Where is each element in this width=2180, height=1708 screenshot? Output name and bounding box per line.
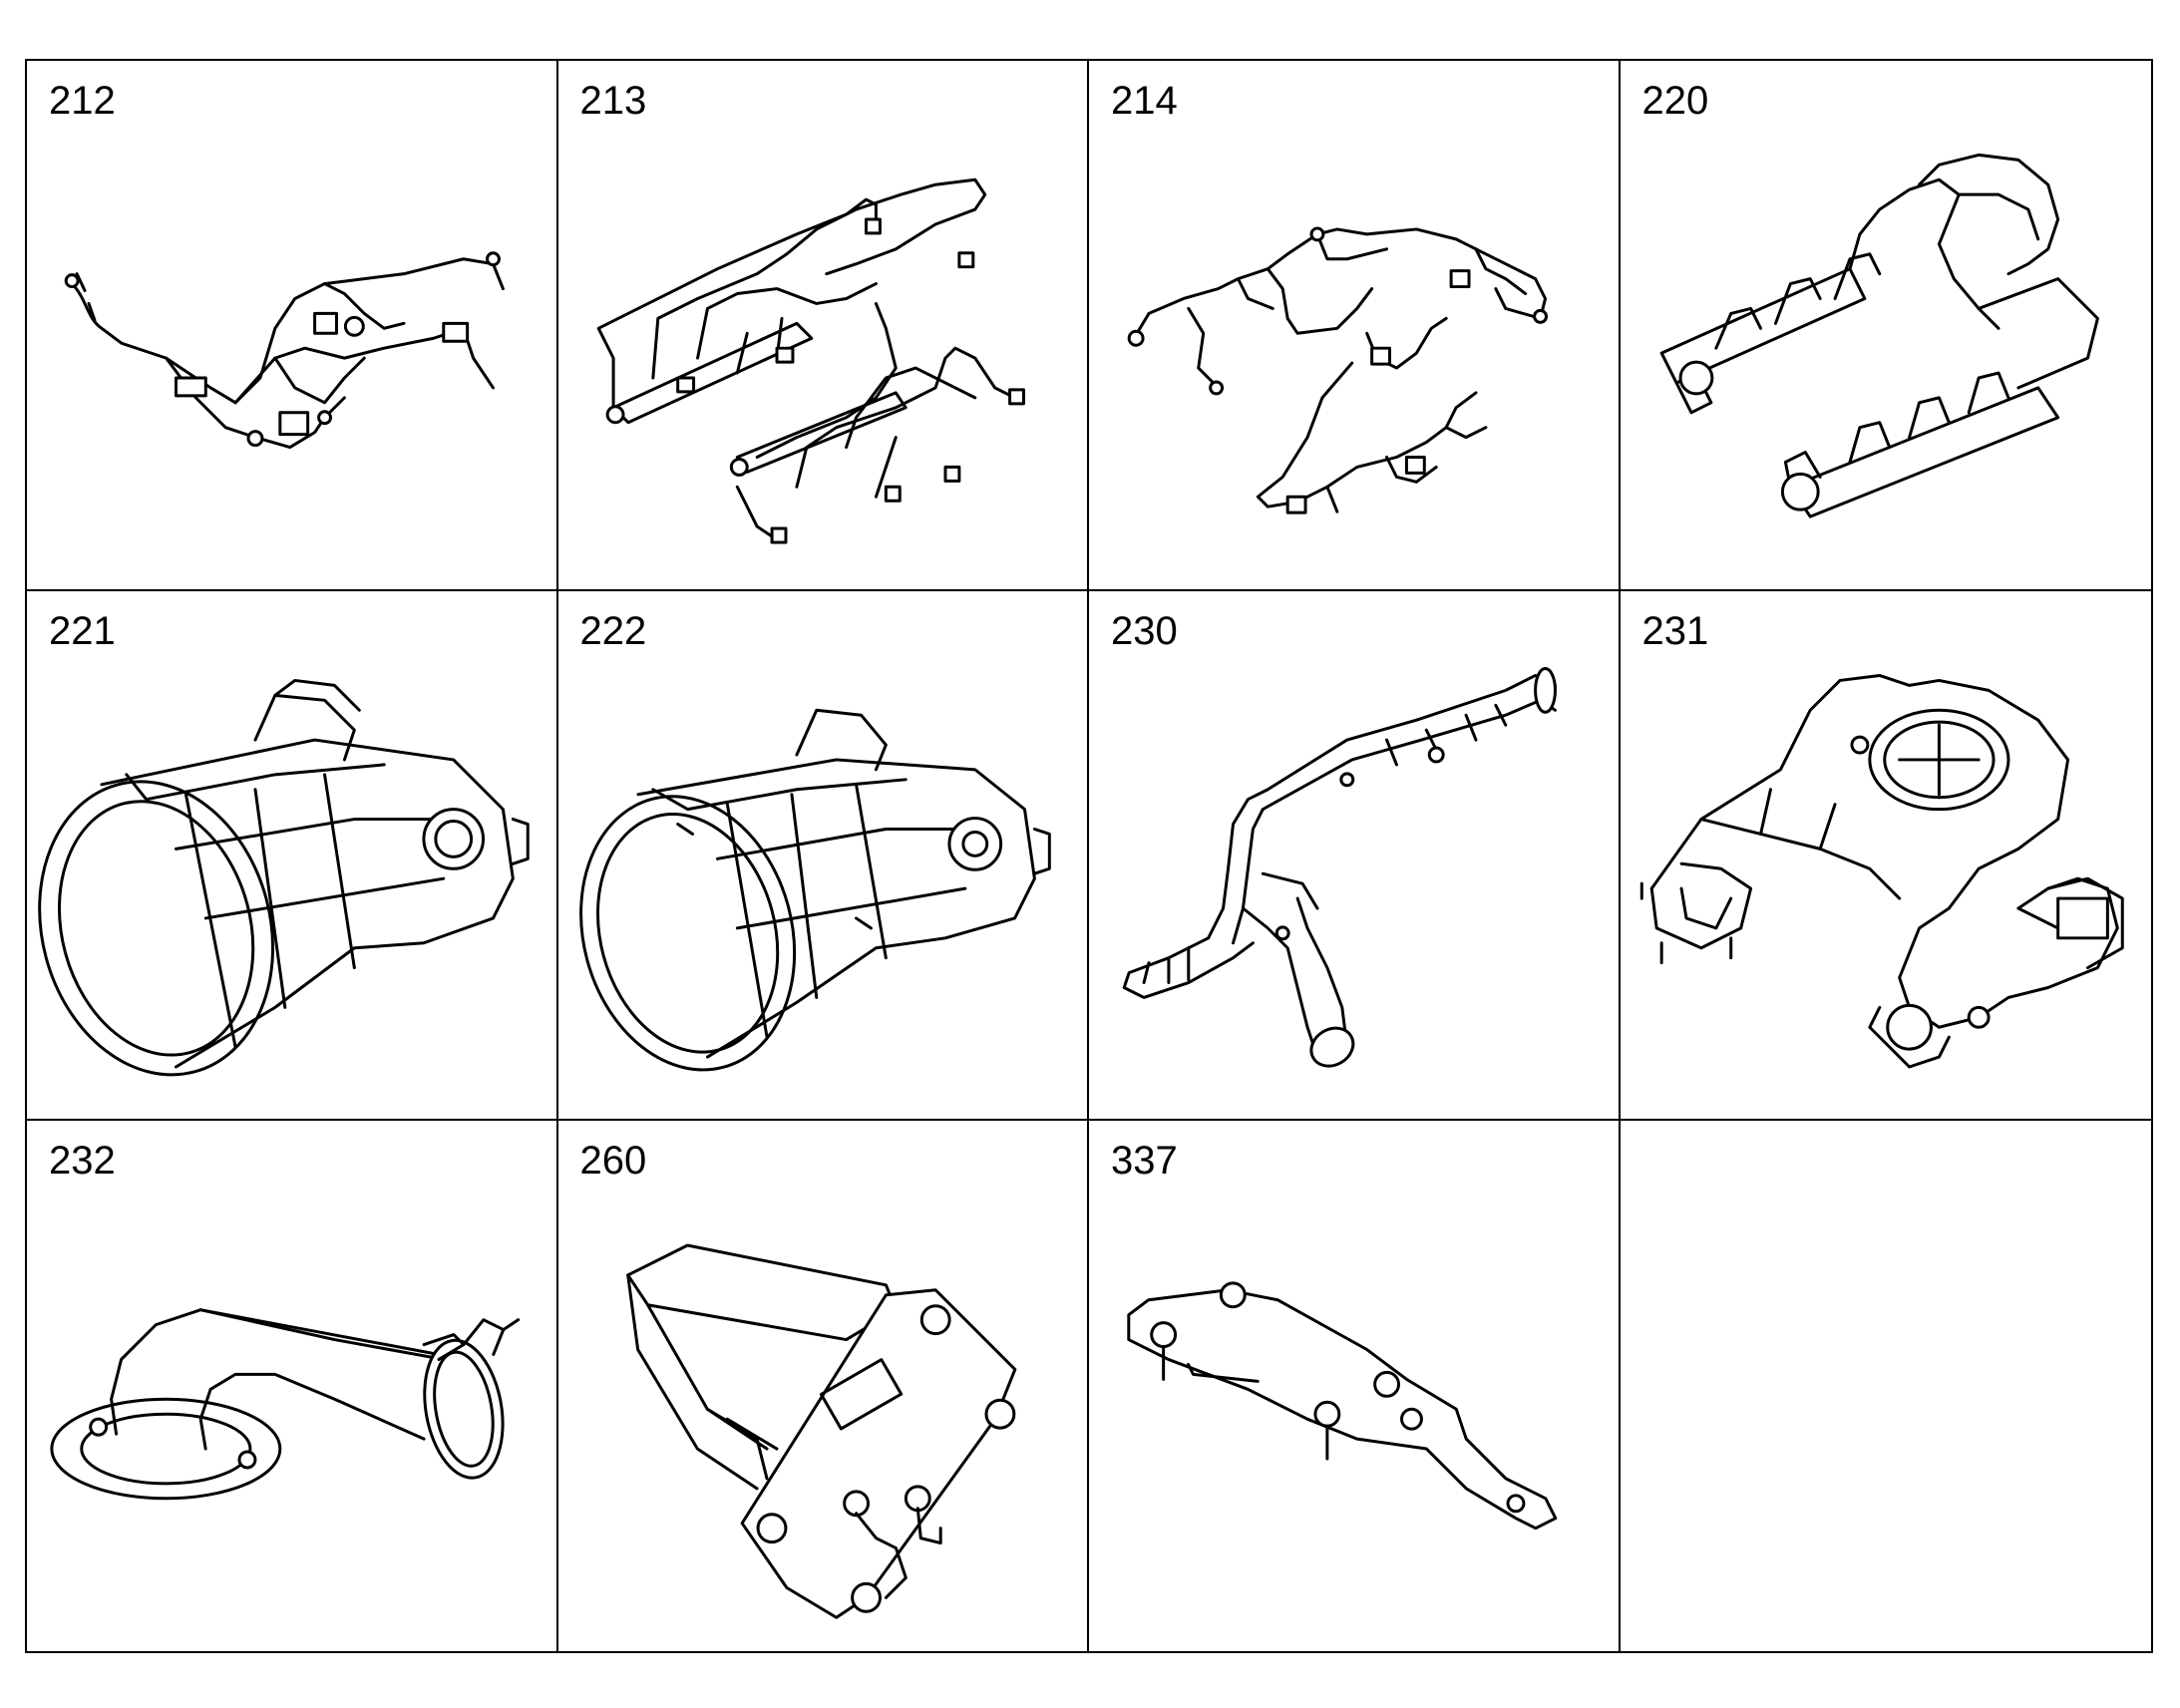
part-number: 220 — [1641, 79, 1709, 123]
part-cell[interactable]: 213 — [557, 61, 1089, 591]
part-cell[interactable]: 230 — [1089, 590, 1621, 1122]
parts-grid: 212 213 — [25, 59, 2153, 1653]
part-cell[interactable]: 231 — [1620, 591, 2151, 1122]
part-number: 230 — [1111, 608, 1178, 653]
coolant-pipe-assembly-illustration — [1122, 666, 1557, 1068]
elbow-pipe-with-clamp-illustration — [50, 1308, 521, 1501]
throttle-body-housing-illustration — [1639, 673, 2124, 1069]
empty-cell — [1621, 1121, 2152, 1651]
part-cell[interactable]: 232 — [27, 1121, 558, 1651]
part-cell[interactable]: 212 — [27, 61, 558, 591]
part-cell[interactable]: 220 — [1620, 61, 2151, 591]
part-number: 222 — [579, 608, 647, 653]
fuel-line-assembly-illustration — [64, 251, 505, 450]
part-number: 337 — [1111, 1139, 1178, 1184]
part-number: 231 — [1641, 608, 1709, 653]
injector-lines-set-illustration — [596, 177, 1025, 544]
part-cell[interactable]: 214 — [1089, 61, 1621, 591]
air-intake-duct-alt-illustration — [578, 708, 1051, 1072]
air-intake-duct-illustration — [38, 678, 530, 1077]
intake-manifold-illustration — [1659, 153, 2099, 518]
part-cell[interactable]: 260 — [558, 1121, 1089, 1651]
part-number: 212 — [49, 79, 116, 123]
fuel-tube-harness-illustration — [1127, 226, 1549, 514]
part-number: 260 — [579, 1139, 647, 1184]
part-number: 213 — [579, 79, 647, 123]
part-cell[interactable]: 222 — [557, 590, 1089, 1122]
part-number: 214 — [1111, 79, 1178, 123]
part-number: 232 — [49, 1139, 116, 1184]
mounting-bracket-with-bolts-illustration — [1127, 1281, 1558, 1531]
part-number: 221 — [49, 608, 116, 653]
part-cell[interactable]: 221 — [27, 590, 558, 1122]
egr-cooler-with-plate-illustration — [625, 1243, 1016, 1620]
part-cell[interactable]: 337 — [1089, 1121, 1621, 1651]
